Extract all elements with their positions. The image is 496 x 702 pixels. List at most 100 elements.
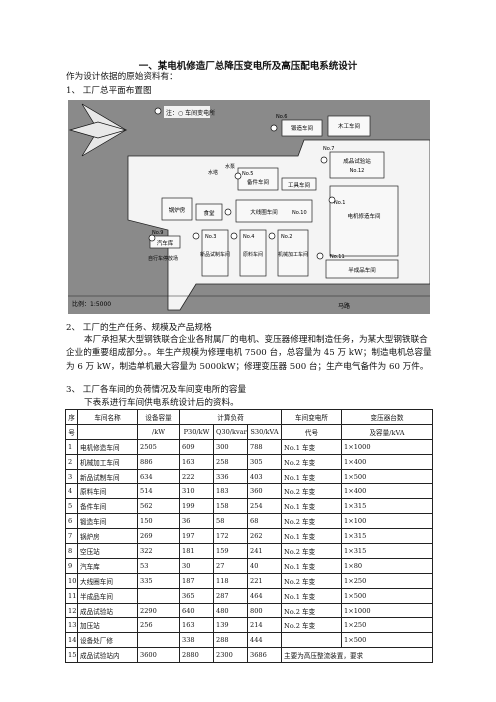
table-cell xyxy=(137,587,180,604)
table-cell: 7 xyxy=(65,528,78,545)
table-cell: 1×500 xyxy=(341,587,434,604)
table-cell: 1×100 xyxy=(341,513,434,530)
table-cell: 半成品车间 xyxy=(77,587,138,604)
table-cell: 1×400 xyxy=(341,483,434,500)
table-cell: 158 xyxy=(213,498,248,515)
table-cell: 1 xyxy=(65,438,78,455)
table-cell: 14 xyxy=(65,632,78,649)
table-cell: No.1 车变 xyxy=(281,587,343,604)
section-3-heading: 3、 工厂各车间的负荷情况及车间变电所的容量 xyxy=(66,385,247,395)
label-no11: No.11 xyxy=(330,254,345,260)
table-cell: No.2 车变 xyxy=(281,513,343,530)
table-cell: 788 xyxy=(246,438,283,455)
map-legend: 注：○ 车间变电所 xyxy=(166,109,215,117)
table-cell: 9 xyxy=(65,557,78,574)
label-tool-shop: 工具车间 xyxy=(288,181,310,189)
table-cell: No.2 车变 xyxy=(281,617,343,634)
table-cell: 562 xyxy=(137,498,180,515)
table-cell: 空压站 xyxy=(77,543,138,559)
table-cell: No.2 车变 xyxy=(281,453,343,470)
page-title: 一、某电机修造厂总降压变电所及高压配电系统设计 xyxy=(138,61,358,72)
table-cell: 118 xyxy=(213,572,248,589)
table-cell: 10 xyxy=(65,572,78,589)
label-no12: No.12 xyxy=(350,168,365,174)
table-cell: 163 xyxy=(179,453,214,470)
table-cell: 241 xyxy=(246,543,283,559)
table-cell: No.1 车变 xyxy=(281,498,343,515)
label-spare-parts: 备件车间 xyxy=(247,178,269,186)
col-header: 设备容量 xyxy=(137,409,180,425)
table-cell: 1×315 xyxy=(341,498,434,515)
table-cell: 403 xyxy=(246,468,283,485)
table-cell: 338 xyxy=(179,632,214,649)
table-cell: 464 xyxy=(246,587,283,604)
col-header: /kW xyxy=(137,423,180,440)
table-cell: 609 xyxy=(179,438,214,455)
table-cell: 6 xyxy=(65,513,78,530)
label-no4: No.4 xyxy=(243,234,254,240)
table-cell: 300 xyxy=(213,438,248,455)
table-cell: 262 xyxy=(246,528,283,545)
col-header: P30/kW xyxy=(179,423,214,440)
table-cell: 4 xyxy=(65,483,78,500)
load-table: 序 车间名称 设备容量 计算负荷 车间变电所 变压器台数 号 /kW P30/k… xyxy=(65,409,434,664)
label-canteen: 食堂 xyxy=(203,209,215,217)
table-cell: 288 xyxy=(213,632,248,649)
label-no1: No.1 xyxy=(334,200,345,206)
label-bicycle: 自行车停放场 xyxy=(148,255,178,262)
table-cell: 172 xyxy=(213,528,248,545)
col-header xyxy=(77,423,138,440)
table-cell: 336 xyxy=(213,468,248,485)
table-cell: 1×500 xyxy=(341,632,434,649)
table-cell: No.1 车变 xyxy=(281,528,343,545)
table-cell: 310 xyxy=(179,483,214,500)
table-cell: 258 xyxy=(213,453,248,470)
table-cell: 15 xyxy=(65,647,78,664)
col-header: 变压器台数 xyxy=(341,409,434,425)
label-semi-product: 半成品车间 xyxy=(348,266,376,274)
table-cell: 163 xyxy=(179,617,214,634)
table-cell: 214 xyxy=(246,617,283,634)
table-cell xyxy=(281,632,343,649)
table-cell: No.2 车变 xyxy=(281,543,343,559)
col-header: 号 xyxy=(65,423,78,440)
table-cell: 2300 xyxy=(213,647,248,664)
col-header: 计算负荷 xyxy=(178,409,283,425)
label-no6: No.6 xyxy=(276,114,287,120)
table-cell: 183 xyxy=(213,483,248,500)
col-header: 车间变电所 xyxy=(281,409,343,425)
table-cell: 1×250 xyxy=(341,572,434,589)
table-cell: 139 xyxy=(213,617,248,634)
table-cell: 锅炉房 xyxy=(77,528,138,545)
table-cell: 480 xyxy=(213,602,248,619)
col-header: Q30/kvar xyxy=(213,423,248,440)
label-road: 马路 xyxy=(338,302,350,310)
label-water-tower: 水塔 xyxy=(208,169,218,176)
section-2-heading: 2、 工厂的生产任务、规模及产品规格 xyxy=(66,323,212,333)
table-cell: 锻造车间 xyxy=(77,513,138,530)
label-boiler: 锅炉房 xyxy=(169,206,186,214)
col-header: 序 xyxy=(65,409,78,425)
table-cell: 主要为高压整流装置，要求 xyxy=(281,647,434,664)
table-cell: 287 xyxy=(213,587,248,604)
table-cell: 2 xyxy=(65,453,78,470)
section-1-heading: 1、 工厂总平面布置图 xyxy=(66,86,152,96)
table-cell: No.2 车变 xyxy=(281,572,343,589)
table-cell: 机械加工车间 xyxy=(77,453,138,470)
table-cell: 187 xyxy=(179,572,214,589)
table-cell: 150 xyxy=(137,513,180,530)
label-no3: No.3 xyxy=(205,234,216,240)
table-cell: 1×250 xyxy=(341,617,434,634)
table-cell: No.2 车变 xyxy=(281,602,343,619)
label-forge: 锻造车间 xyxy=(291,124,313,132)
table-cell: 11 xyxy=(65,587,78,604)
label-no2: No.2 xyxy=(281,234,292,240)
table-cell: 3686 xyxy=(246,647,283,664)
